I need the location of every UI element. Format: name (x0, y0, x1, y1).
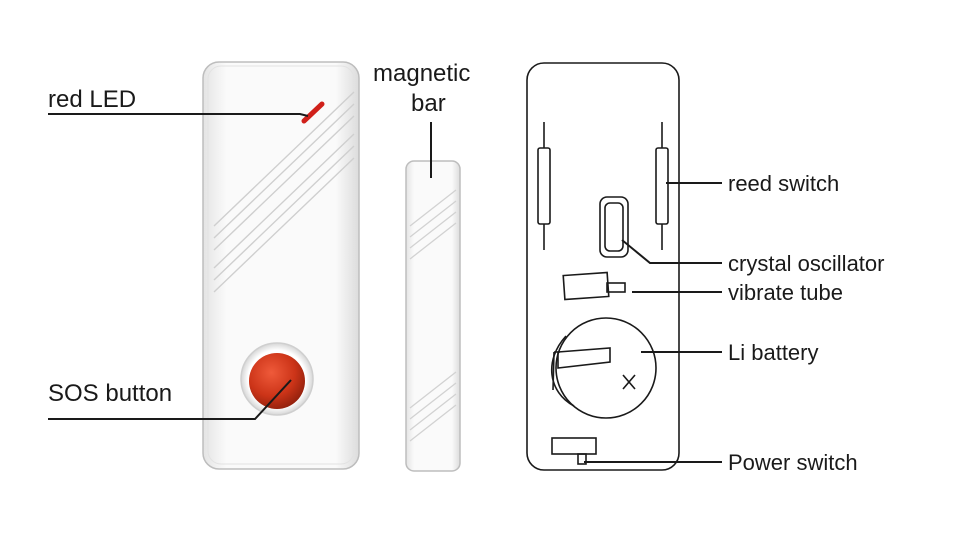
diagonal-ribs (213, 91, 355, 293)
leader-red-led (48, 113, 309, 117)
label-reed-switch: reed switch (728, 171, 840, 196)
label-li-battery: Li battery (728, 340, 819, 365)
label-power-switch: Power switch (728, 450, 858, 475)
label-vibrate-tube: vibrate tube (728, 280, 843, 305)
sensor-front-body (202, 61, 360, 470)
power-switch (551, 437, 597, 465)
label-crystal-oscillator: crystal oscillator (728, 251, 885, 276)
label-sos-button: SOS button (48, 380, 173, 407)
red-led-indicator (301, 101, 325, 124)
label-magnetic-bar-line2: bar (411, 90, 446, 117)
leader-crystal-oscillator (621, 239, 722, 264)
circuit-board-outline (526, 62, 680, 471)
leader-lines (48, 113, 722, 463)
label-magnetic-bar-line1: magnetic (373, 60, 471, 87)
magnetic-bar-body (405, 160, 461, 472)
leader-sos-button (48, 379, 292, 420)
label-red-led: red LED (48, 86, 137, 113)
li-battery (551, 317, 657, 419)
sos-button[interactable] (249, 353, 305, 409)
magnet-ribs (409, 189, 457, 442)
vibrate-tube (562, 271, 626, 301)
crystal-oscillator (599, 196, 629, 258)
reed-switch-left (537, 122, 551, 250)
reed-switch-right (655, 122, 669, 250)
